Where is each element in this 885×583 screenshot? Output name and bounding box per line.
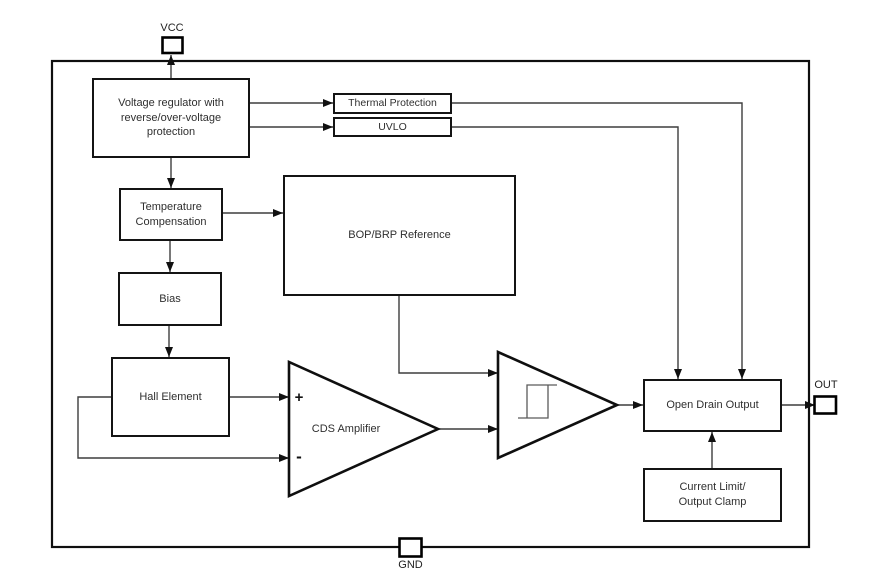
current-limit-line2: Output Clamp [678, 496, 747, 508]
cds-amplifier-triangle [287, 359, 442, 499]
connector-hall-to-cds-minus [77, 396, 289, 462]
connector-thermal-to-open-drain [452, 102, 746, 379]
temperature-compensation-block: Temperature Compensation [119, 188, 223, 241]
vcc-pad [161, 36, 184, 55]
gnd-pin-label: GND [398, 558, 423, 571]
schmitt-trigger-triangle [496, 349, 621, 461]
chip-boundary [50, 59, 811, 549]
connector-uvlo-to-open-drain [452, 126, 682, 379]
bop-brp-reference-block: BOP/BRP Reference [283, 175, 516, 296]
temperature-compensation-line1: Temperature [140, 200, 202, 213]
vcc-pin-label: VCC [160, 21, 184, 34]
uvlo-block: UVLO [333, 117, 452, 137]
connector-bop-to-schmitt [398, 295, 498, 377]
hysteresis-icon [518, 384, 557, 419]
open-drain-output-block: Open Drain Output [643, 379, 782, 432]
thermal-protection-block: Thermal Protection [333, 93, 452, 114]
cds-amplifier-label: CDS Amplifier [311, 422, 381, 435]
out-pad [813, 395, 838, 415]
voltage-regulator-block: Voltage regulator with reverse/over-volt… [92, 78, 250, 158]
bias-block: Bias [118, 272, 222, 326]
current-limit-line1: Current Limit/ [679, 481, 746, 494]
cds-plus-input-label: + [294, 388, 304, 406]
voltage-regulator-line3: protection [146, 126, 196, 139]
voltage-regulator-line1: Voltage regulator with [118, 97, 224, 110]
out-pin-label: OUT [814, 378, 838, 391]
temperature-compensation-line2: Compensation [135, 215, 207, 228]
cds-minus-input-label: - [296, 447, 302, 466]
gnd-pad [398, 537, 423, 558]
voltage-regulator-line2: reverse/over-voltage [120, 111, 222, 124]
hall-element-block: Hall Element [111, 357, 230, 437]
current-limit-block: Current Limit/ Output Clamp [643, 468, 782, 522]
